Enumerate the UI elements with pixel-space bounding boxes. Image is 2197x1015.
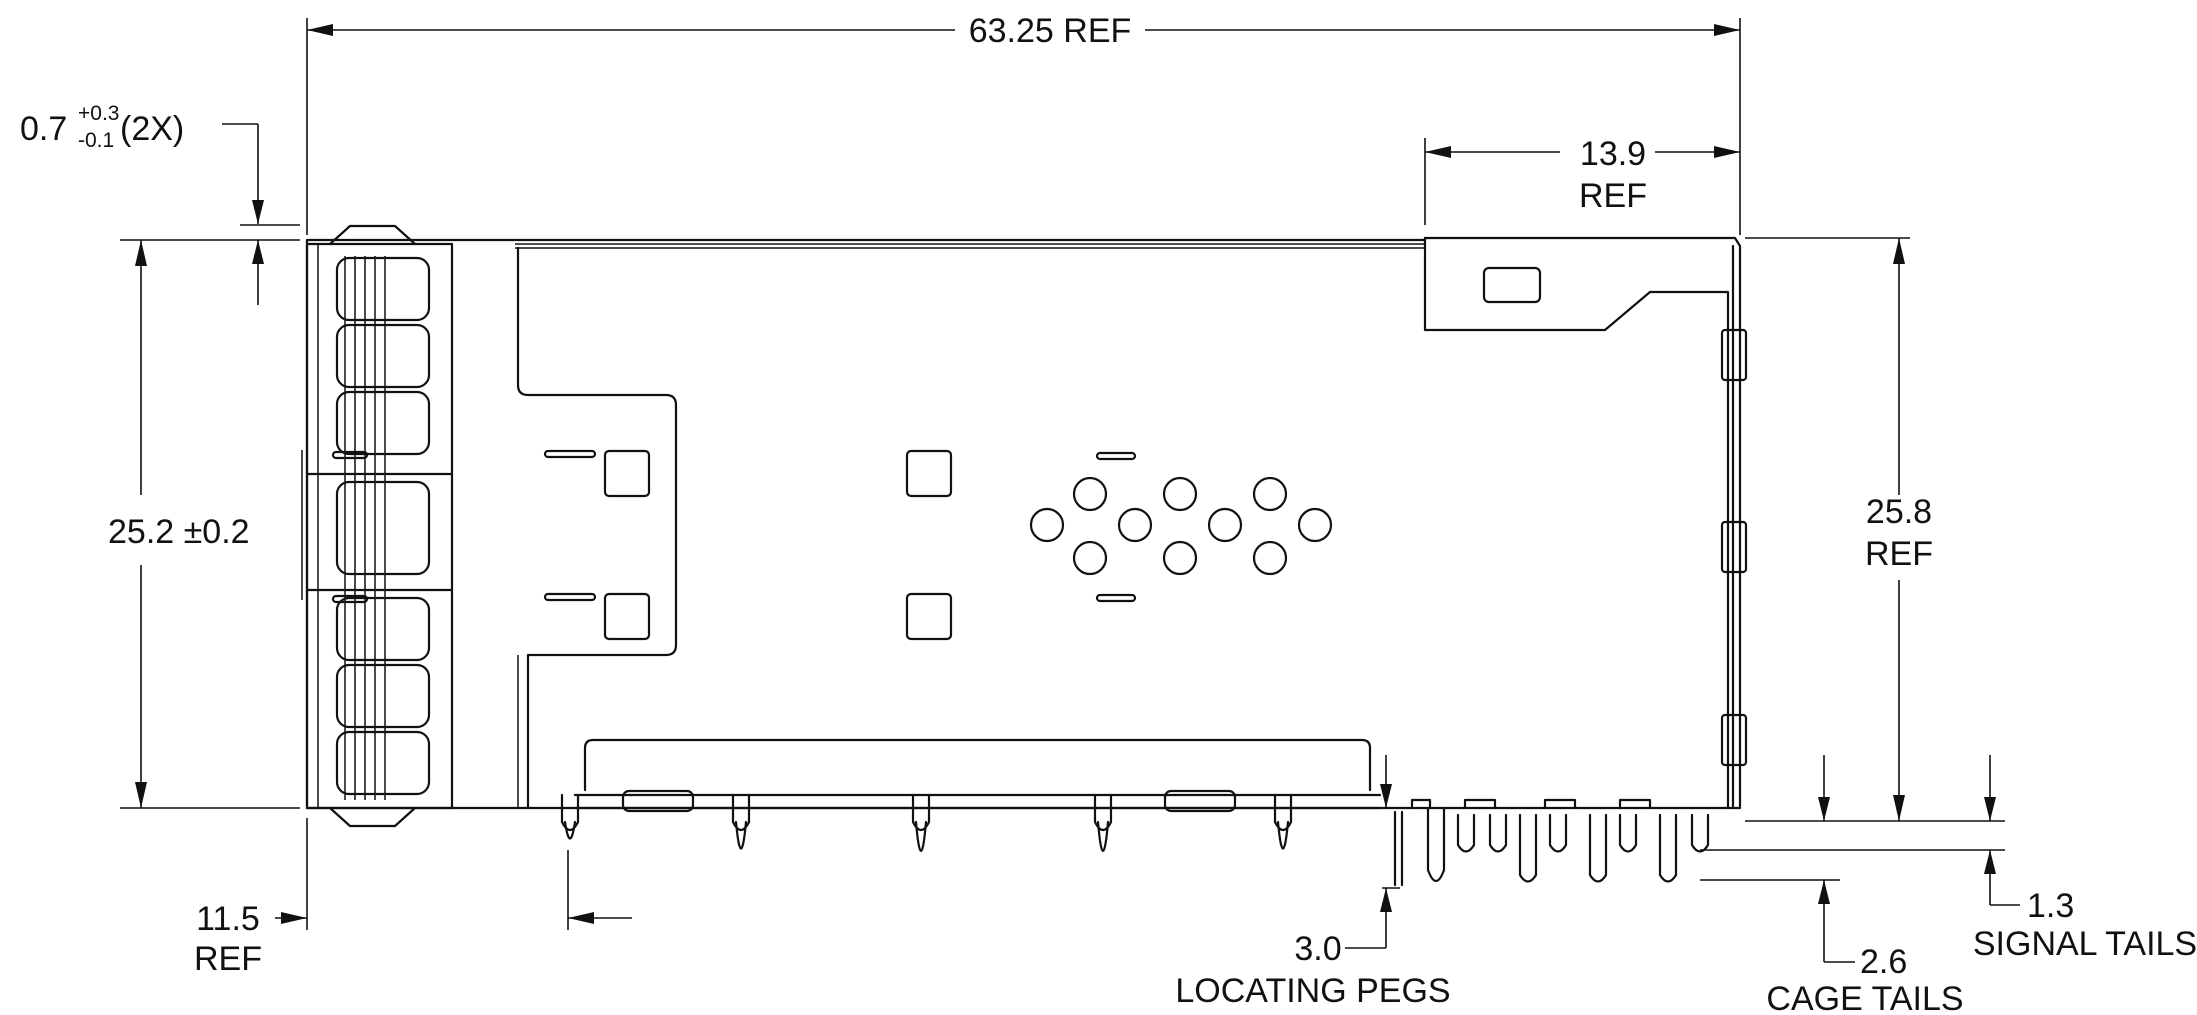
bottom-tab — [1163, 789, 1237, 813]
bezel-grill — [344, 256, 386, 800]
dim-overall-length: 63.25 REF — [306, 12, 1741, 235]
dim-signal-tails: 1.3 SIGNAL TAILS — [1700, 755, 2197, 963]
flange-tol-minus: -0.1 — [78, 129, 114, 152]
bottom-skirt — [583, 738, 1372, 792]
rear-latch — [1720, 713, 1748, 767]
bezel-bottom-latch — [328, 806, 417, 828]
overall-height-ref: REF — [1865, 535, 1933, 573]
front-bezel — [305, 242, 454, 810]
overall-height-value: 25.8 — [1866, 493, 1932, 531]
dim-overall-height: 25.8 REF — [1745, 237, 2005, 822]
dim-cage-tails: 2.6 CAGE TAILS — [1700, 755, 1964, 1015]
signal-tail-value: 1.3 — [2027, 887, 2074, 925]
signal-tail-label: SIGNAL TAILS — [1973, 925, 2197, 963]
peg-length-value: 3.0 — [1294, 930, 1341, 968]
dim-front-offset: 11.5 REF — [194, 818, 632, 978]
cage-tails — [560, 793, 1293, 852]
cage-tail-value: 2.6 — [1860, 943, 1907, 981]
rear-tab — [1423, 236, 1730, 810]
cage-outline — [305, 236, 1742, 810]
flange-tol-plus: +0.3 — [78, 102, 119, 125]
height-label: 25.2 ±0.2 — [108, 513, 250, 551]
tab-length-value: 13.9 — [1580, 135, 1646, 173]
panel-features — [543, 449, 1137, 641]
bottom-tab — [621, 789, 695, 813]
dim-peg-length: 3.0 LOCATING PEGS — [1175, 755, 1451, 1010]
flange-count: (2X) — [120, 110, 184, 148]
cage-tail-label: CAGE TAILS — [1766, 980, 1963, 1015]
bezel-slot — [331, 594, 369, 604]
bezel-top-latch — [328, 224, 417, 246]
overall-length-label: 63.25 REF — [969, 12, 1132, 50]
tab-length-ref: REF — [1579, 177, 1647, 215]
dim-tab-length: 13.9 REF — [1424, 135, 1740, 225]
front-offset-ref: REF — [194, 940, 262, 978]
locating-peg — [1426, 806, 1446, 883]
flange-value: 0.7 — [20, 110, 67, 148]
dim-flange: 0.7 +0.3 -0.1 (2X) — [20, 102, 300, 305]
vent-holes — [1029, 476, 1333, 576]
rear-latch — [1720, 520, 1748, 574]
cage-body — [301, 224, 1748, 887]
raised-panel — [516, 246, 678, 810]
signal-tails — [1393, 798, 1710, 887]
front-offset-value: 11.5 — [196, 900, 260, 938]
rear-latch — [1720, 328, 1748, 382]
rear-tab-slot — [1482, 266, 1542, 304]
bezel-slot — [331, 450, 369, 460]
dim-height: 25.2 ±0.2 — [108, 240, 300, 809]
bezel-windows — [335, 256, 431, 796]
peg-label: LOCATING PEGS — [1175, 972, 1450, 1010]
